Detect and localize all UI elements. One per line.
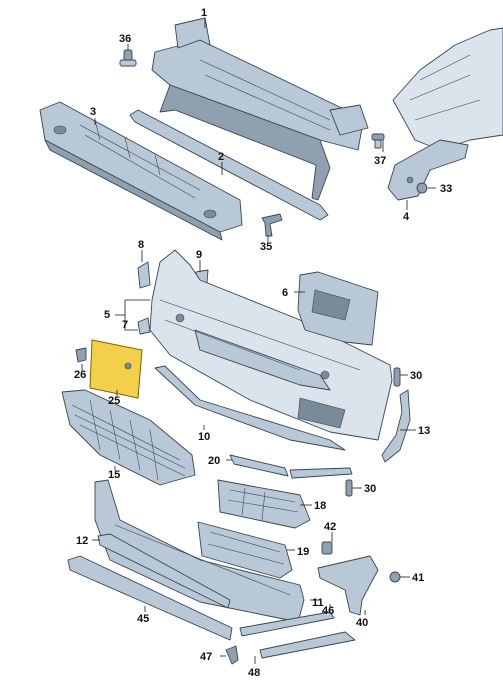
license-plate-bracket-part <box>89 339 143 399</box>
callout-7: 7 <box>122 319 128 331</box>
callout-labels: 1 2 3 4 5 6 7 8 9 10 11 12 13 15 18 19 2… <box>74 7 452 679</box>
callout-5: 5 <box>104 309 110 321</box>
callout-40: 40 <box>356 617 368 629</box>
callout-18: 18 <box>314 500 326 512</box>
callout-36: 36 <box>119 33 131 45</box>
callout-11: 11 <box>312 597 324 609</box>
bracket-8-part <box>137 261 151 289</box>
callout-41: 41 <box>412 572 424 584</box>
callout-3: 3 <box>90 106 96 118</box>
trim-46-part <box>239 611 335 637</box>
nut-41-part <box>389 571 401 583</box>
callout-6: 6 <box>282 287 288 299</box>
spoiler-part <box>154 365 346 451</box>
callout-37: 37 <box>374 155 386 167</box>
lower-grille-part <box>61 389 196 486</box>
callout-45: 45 <box>137 613 149 625</box>
strip-12-part <box>97 533 231 609</box>
callout-12: 12 <box>76 535 88 547</box>
bolt-37-part <box>371 133 385 149</box>
callout-8: 8 <box>138 239 144 251</box>
screw-30-upper-part <box>393 367 401 387</box>
clip-26-part <box>75 347 87 363</box>
upper-rail-part <box>129 109 329 221</box>
fender-part <box>392 27 503 151</box>
mounting-frame-part <box>297 271 379 346</box>
callout-30-upper: 30 <box>410 370 422 382</box>
clip-35-part <box>261 213 283 237</box>
callout-42: 42 <box>324 521 336 533</box>
callout-15: 15 <box>108 469 120 481</box>
callout-4: 4 <box>403 211 410 223</box>
fog-grille-18-part <box>217 479 311 529</box>
callout-2: 2 <box>218 151 224 163</box>
clip-7-part <box>137 317 151 335</box>
fog-grille-19-part <box>197 521 293 579</box>
impact-absorber-part <box>39 101 243 241</box>
bumper-cover-part <box>149 249 393 441</box>
bolt-36-part <box>119 49 137 67</box>
side-bracket-part <box>387 139 469 201</box>
wheel-arch-trim-part <box>381 389 411 463</box>
callout-46: 46 <box>322 605 334 617</box>
clip-47-part <box>225 645 239 665</box>
trim-strip-20-part <box>229 454 353 479</box>
callout-20: 20 <box>208 455 220 467</box>
callout-33: 33 <box>440 183 452 195</box>
bumper-reinforcement-part <box>151 17 369 201</box>
nut-33-part <box>416 182 428 194</box>
callout-47: 47 <box>200 651 212 663</box>
callout-13: 13 <box>418 425 430 437</box>
callout-30-lower: 30 <box>364 483 376 495</box>
screw-30-lower-part <box>345 479 353 497</box>
callout-26: 26 <box>74 369 86 381</box>
trim-48-part <box>259 631 356 659</box>
leader-lines <box>81 18 436 664</box>
callout-10: 10 <box>198 431 210 443</box>
callout-35: 35 <box>260 241 272 253</box>
callout-9: 9 <box>196 249 202 261</box>
long-trim-45-part <box>67 555 233 641</box>
bracket-40-part <box>317 555 379 616</box>
callout-48: 48 <box>248 667 260 679</box>
callout-25: 25 <box>108 395 120 407</box>
callout-19: 19 <box>297 546 309 558</box>
screw-42-part <box>321 541 333 555</box>
callout-1: 1 <box>201 7 207 19</box>
